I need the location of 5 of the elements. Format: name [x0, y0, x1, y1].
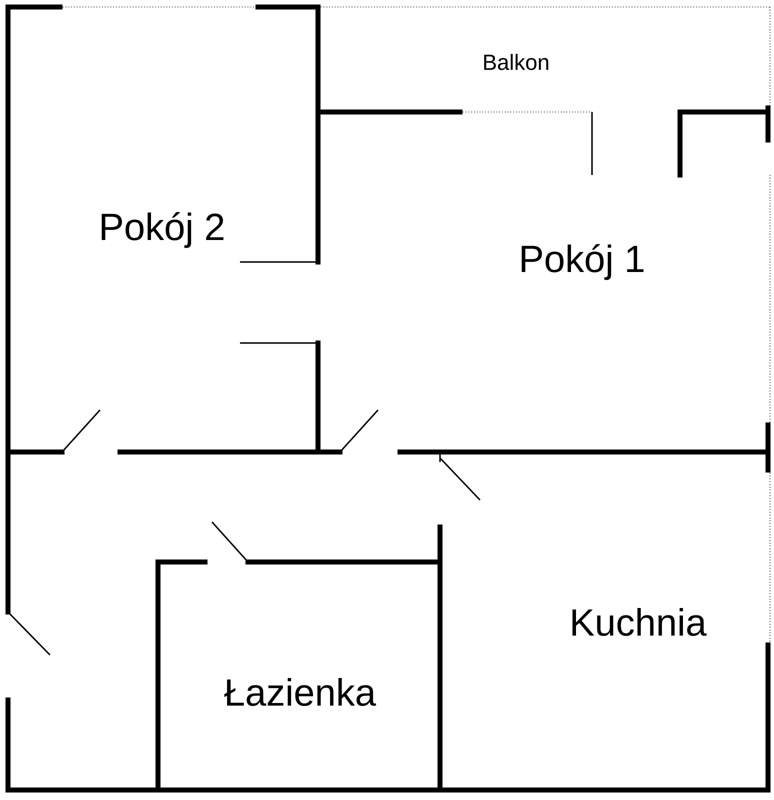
- room-label: Pokój 2: [102, 212, 224, 248]
- room-label: Łazienka: [224, 678, 376, 706]
- room-label: Kuchnia: [572, 608, 707, 636]
- room-label: Pokój 1: [522, 244, 644, 280]
- balcony-label: Balkon: [484, 54, 548, 70]
